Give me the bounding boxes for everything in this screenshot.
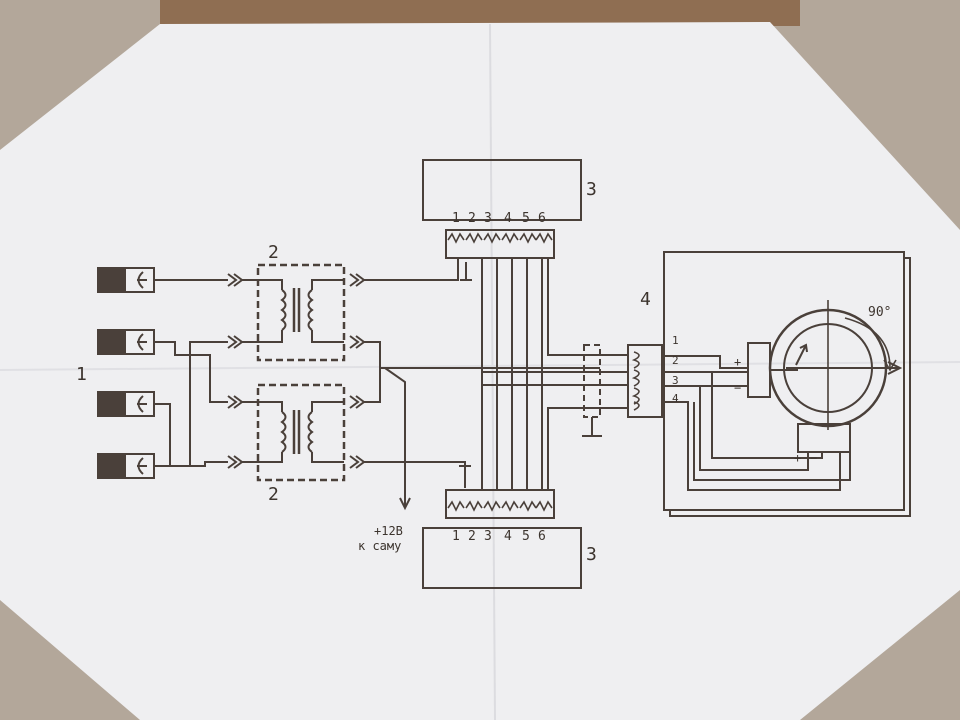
paper-sheet	[0, 22, 960, 720]
pin-label: 6	[538, 529, 546, 544]
label-supply-ground: к саму	[358, 539, 401, 553]
connector-bottom-pins: 1 2 3 4 5 6	[452, 529, 546, 544]
pin-label: 4	[504, 211, 512, 226]
sensor-1	[97, 267, 155, 293]
connector-bus	[481, 258, 543, 490]
pin-label: 5	[522, 211, 530, 226]
pin-label: 6	[538, 211, 546, 226]
sensor-wires	[154, 279, 228, 467]
label-angle: 90°	[868, 305, 891, 320]
transformer-top	[256, 263, 346, 362]
pin-label: 5	[522, 529, 530, 544]
polarity-plus-sensor: +	[734, 355, 741, 369]
pin-label: 1	[452, 529, 460, 544]
transformer-bottom	[256, 383, 346, 482]
unit-4	[627, 251, 911, 517]
sensor-2	[97, 329, 155, 355]
polarity-minus-block: −	[810, 451, 817, 465]
pin-label: 4	[504, 529, 512, 544]
polarity-minus-sensor: −	[734, 381, 741, 395]
pin-label: 1	[452, 211, 460, 226]
connector-bottom	[422, 465, 582, 589]
pin-label: 1	[672, 334, 679, 347]
unit-connector-pins: 1 2 3 4	[672, 334, 679, 405]
connector-top	[422, 159, 582, 281]
pin-label: 2	[468, 211, 476, 226]
pin-label: 2	[672, 354, 679, 367]
label-unit: 4	[640, 289, 651, 310]
polarity-plus-block: +	[794, 451, 801, 465]
label-supply-voltage: +12В	[374, 524, 403, 538]
label-connector-bottom: 3	[586, 544, 597, 565]
pin-label: 4	[672, 392, 679, 405]
pin-label: 3	[484, 529, 492, 544]
input-arrows	[227, 273, 258, 469]
sensor-4	[97, 453, 155, 479]
label-sensors: 1	[76, 364, 87, 385]
power-supply-line	[384, 367, 406, 508]
pin-label: 3	[672, 374, 679, 387]
cable-shield	[582, 344, 602, 437]
label-connector-top: 3	[586, 179, 597, 200]
connector-top-pins: 1 2 3 4 5 6	[452, 211, 546, 226]
label-transformer-bottom: 2	[268, 484, 279, 505]
pin-label: 3	[484, 211, 492, 226]
pin-label: 2	[468, 529, 476, 544]
transformer-output-wires	[364, 258, 600, 470]
sensor-3	[97, 391, 155, 417]
unit-feed-wires	[482, 258, 628, 490]
label-transformer-top: 2	[268, 242, 279, 263]
